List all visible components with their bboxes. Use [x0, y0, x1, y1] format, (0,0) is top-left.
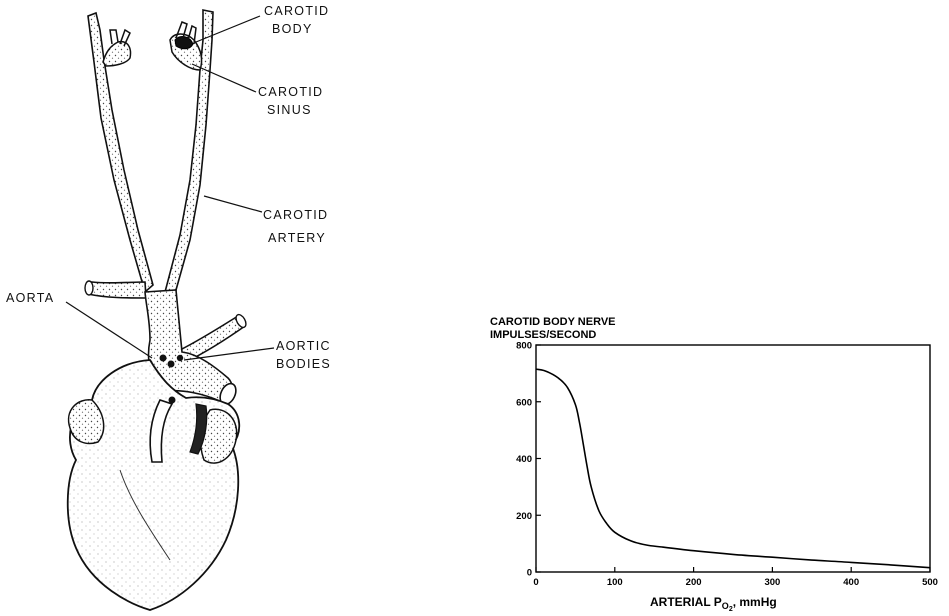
- y-ticks: 0 200 400 600 800: [516, 341, 541, 579]
- series-line: [536, 369, 930, 568]
- label-carotid-sinus-1: CAROTID: [258, 85, 323, 99]
- x-tick-label: 500: [922, 577, 938, 588]
- x-tick-label: 100: [607, 577, 623, 588]
- y-tick-label: 200: [516, 511, 532, 522]
- aortic-body-dot: [168, 361, 175, 368]
- chart-title: CAROTID BODY NERVE: [490, 316, 616, 328]
- left-subclavian-branch: [88, 282, 146, 298]
- x-tick-label: 200: [686, 577, 702, 588]
- x-tick-label: 0: [533, 577, 538, 588]
- x-tick-label: 400: [843, 577, 859, 588]
- x-tick-label: 300: [764, 577, 780, 588]
- y-tick-label: 600: [516, 397, 532, 408]
- aortic-body-dot: [177, 355, 183, 361]
- x-axis-label: ARTERIAL PO2, mmHg: [650, 595, 777, 613]
- label-aortic-bodies-2: BODIES: [276, 357, 331, 371]
- y-tick-label: 400: [516, 454, 532, 465]
- x-ticks: 0 100 200 300 400 500: [533, 567, 938, 588]
- leader-aorta: [66, 302, 152, 358]
- aortic-body-dot: [160, 355, 167, 362]
- label-carotid-sinus-2: SINUS: [267, 103, 312, 117]
- chart: CAROTID BODY NERVE IMPULSES/SECOND 0 200 4…: [490, 316, 938, 613]
- label-aortic-bodies-1: AORTIC: [276, 339, 331, 353]
- leader-carotid-artery: [204, 196, 262, 212]
- y-tick-label: 800: [516, 341, 532, 352]
- label-carotid-body-1: CAROTID: [264, 4, 329, 18]
- x-axis-label-unit: , mmHg: [733, 595, 777, 609]
- x-axis-label-sub: O: [722, 601, 729, 611]
- left-branch-opening: [85, 281, 93, 295]
- left-bifurcation: [103, 42, 131, 66]
- anatomy-illustration: CAROTID BODY CAROTID SINUS CAROTID ARTER…: [6, 4, 331, 610]
- chart-ylabel: IMPULSES/SECOND: [490, 329, 596, 341]
- x-axis-label-main: ARTERIAL P: [650, 595, 722, 609]
- label-carotid-artery-1: CAROTID: [263, 208, 328, 222]
- label-aorta: AORTA: [6, 291, 54, 305]
- label-carotid-body-2: BODY: [272, 22, 313, 36]
- aortic-body-dot: [169, 397, 176, 404]
- plot-frame: [536, 345, 930, 572]
- label-carotid-artery-2: ARTERY: [268, 231, 326, 245]
- y-tick-label: 0: [527, 568, 532, 579]
